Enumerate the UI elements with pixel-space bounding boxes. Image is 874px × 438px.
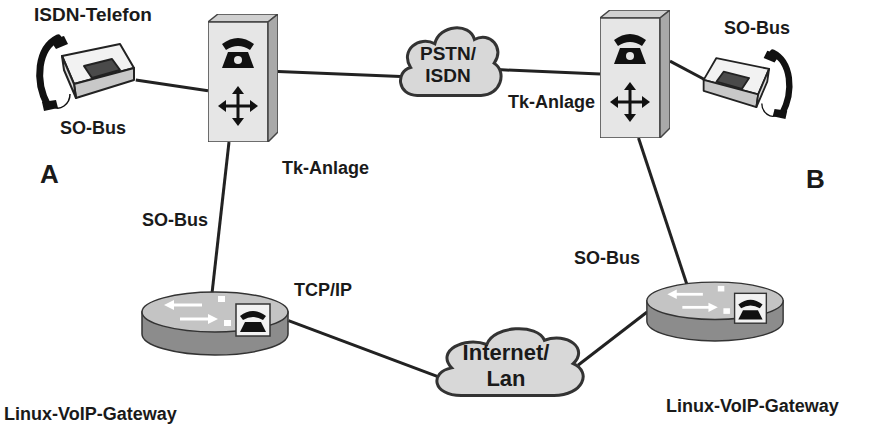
isdn-phone-shape xyxy=(700,46,800,121)
bus-label: TCP/IP xyxy=(292,280,354,301)
pbx-box-shape xyxy=(600,10,670,138)
connection-line xyxy=(670,61,705,80)
node-label: B xyxy=(806,165,825,195)
bus-label: SO-Bus xyxy=(722,18,792,39)
connection-line xyxy=(498,70,601,74)
isdn-phone-drawing xyxy=(40,36,134,111)
voip-gateway: Linux-VoIP-Gateway xyxy=(645,278,785,346)
voip-gateway: Linux-VoIP-Gateway xyxy=(140,290,290,358)
node-label: Linux-VoIP-Gateway xyxy=(666,396,839,417)
voip-gateway-drawing xyxy=(142,292,288,355)
voip-gateway-drawing xyxy=(647,282,783,341)
cloud-label: Internet/ Lan xyxy=(463,340,550,391)
connection-line xyxy=(212,142,229,293)
connection-line xyxy=(578,312,647,365)
bus-label: SO-Bus xyxy=(58,118,128,139)
node-label: Linux-VoIP-Gateway xyxy=(4,404,177,425)
connection-line xyxy=(639,138,688,285)
connection-line xyxy=(278,72,401,77)
node-label: ISDN-Telefon xyxy=(34,4,152,26)
isdn-phone-drawing xyxy=(704,51,790,119)
network-cloud-drawing xyxy=(400,28,501,96)
pbx-box-drawing xyxy=(600,10,670,138)
voip-gateway-shape xyxy=(140,290,290,358)
pbx-box: Tk-Anlage xyxy=(208,14,278,142)
bus-label: SO-Bus xyxy=(140,210,210,231)
isdn-phone-shape xyxy=(28,32,138,112)
network-cloud: PSTN/ ISDN xyxy=(393,18,503,104)
connection-line xyxy=(289,321,438,377)
connection-line xyxy=(136,80,208,91)
cloud-label: PSTN/ ISDN xyxy=(420,43,476,87)
isdn-phone: ISDN-TelefonA xyxy=(28,32,138,112)
network-cloud-drawing xyxy=(437,328,583,395)
bus-label: SO-Bus xyxy=(572,248,642,269)
pbx-box: Tk-Anlage xyxy=(600,10,670,138)
pbx-box-shape xyxy=(208,14,278,142)
network-cloud: Internet/ Lan xyxy=(426,319,586,404)
node-label: Tk-Anlage xyxy=(282,158,369,179)
isdn-phone: B xyxy=(700,46,800,121)
node-label: A xyxy=(40,160,59,190)
pbx-box-drawing xyxy=(208,14,278,142)
voip-gateway-shape xyxy=(645,278,785,346)
node-label: Tk-Anlage xyxy=(508,92,595,113)
